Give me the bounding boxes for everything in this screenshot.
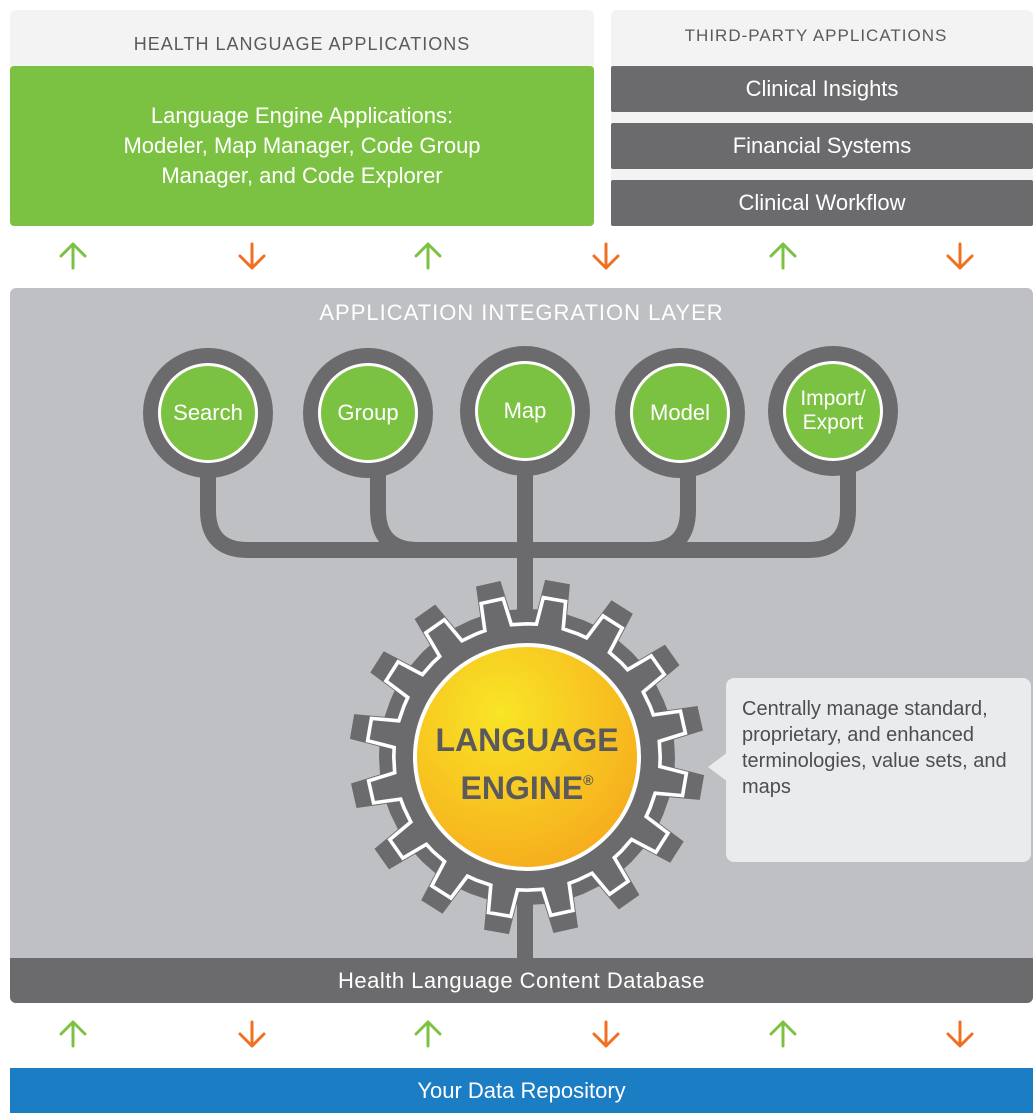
gear-outline bbox=[365, 595, 689, 919]
language-engine-applications-line-1: Language Engine Applications: bbox=[150, 103, 454, 128]
arrow-down-icon bbox=[592, 1020, 620, 1048]
arrow-down-icon bbox=[238, 1020, 266, 1048]
third-party-applications-panel: THIRD-PARTY APPLICATIONS Clinical Insigh… bbox=[611, 10, 1033, 226]
pipe-group bbox=[370, 470, 419, 558]
language-engine-applications-line-3: Manager, and Code Explorer bbox=[161, 163, 443, 188]
application-integration-layer-title: APPLICATION INTEGRATION LAYER bbox=[319, 300, 724, 325]
arrow-up-icon bbox=[769, 242, 797, 270]
group-node: Group bbox=[303, 348, 433, 478]
financial-systems-bar: Financial Systems bbox=[611, 123, 1033, 169]
health-language-applications-title: HEALTH LANGUAGE APPLICATIONS bbox=[133, 34, 471, 54]
search-node-label: Search bbox=[158, 363, 258, 463]
model-node-label: Model bbox=[630, 363, 730, 463]
map-node: Map bbox=[460, 346, 590, 476]
clinical-workflow-bar: Clinical Workflow bbox=[611, 180, 1033, 226]
third-party-applications-title: THIRD-PARTY APPLICATIONS bbox=[684, 26, 948, 45]
language-engine-line-2: ENGINE® bbox=[415, 760, 639, 808]
arrow-down-icon bbox=[946, 1020, 974, 1048]
arrow-up-icon bbox=[414, 242, 442, 270]
map-node-label: Map bbox=[475, 361, 575, 461]
engine-core bbox=[413, 643, 641, 871]
language-engine-applications-box: Language Engine Applications: Modeler, M… bbox=[10, 66, 594, 226]
group-node-label: Group bbox=[318, 363, 418, 463]
pipe-model bbox=[647, 470, 696, 558]
language-engine-word: ENGINE bbox=[460, 770, 584, 806]
import-export-node: Import/ Export bbox=[768, 346, 898, 476]
arrow-down-icon bbox=[238, 242, 266, 270]
registered-mark: ® bbox=[583, 772, 594, 788]
callout-pointer bbox=[708, 752, 728, 782]
model-node: Model bbox=[615, 348, 745, 478]
health-language-content-database-bar: Health Language Content Database bbox=[10, 958, 1033, 1003]
engine-callout: Centrally manage standard, proprietary, … bbox=[726, 678, 1031, 862]
engine-callout-text: Centrally manage standard, proprietary, … bbox=[742, 698, 1007, 798]
arrow-down-icon bbox=[946, 242, 974, 270]
language-engine-applications-line-2: Modeler, Map Manager, Code Group bbox=[123, 133, 481, 158]
health-language-applications-panel: HEALTH LANGUAGE APPLICATIONS Language En… bbox=[10, 10, 594, 226]
arrow-down-icon bbox=[592, 242, 620, 270]
language-engine-line-1: LANGUAGE bbox=[435, 722, 619, 758]
search-node: Search bbox=[143, 348, 273, 478]
import-export-node-label: Import/ Export bbox=[783, 361, 883, 461]
your-data-repository-bar: Your Data Repository bbox=[10, 1068, 1033, 1113]
language-engine-label: LANGUAGE ENGINE® bbox=[415, 720, 639, 808]
arrow-up-icon bbox=[414, 1020, 442, 1048]
clinical-insights-bar: Clinical Insights bbox=[611, 66, 1033, 112]
arrow-up-icon bbox=[59, 242, 87, 270]
arrow-up-icon bbox=[59, 1020, 87, 1048]
arrow-up-icon bbox=[769, 1020, 797, 1048]
